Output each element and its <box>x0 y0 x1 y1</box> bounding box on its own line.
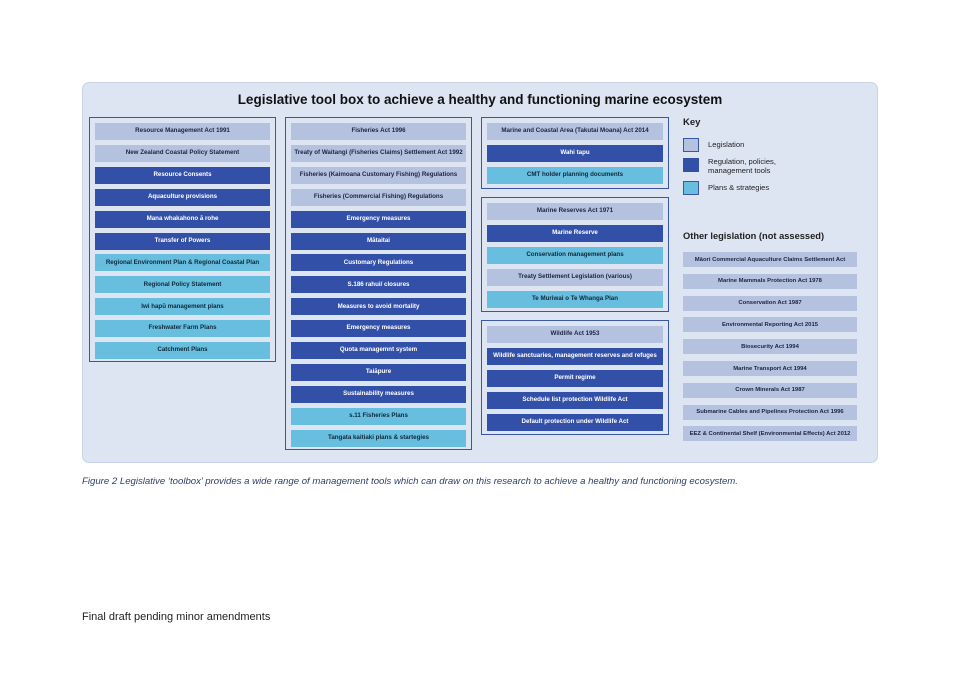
regulation-tile: Sustainability measures <box>291 385 466 403</box>
plans-tile: CMT holder planning documents <box>487 166 663 184</box>
regulation-tile: Quota managemnt system <box>291 342 466 359</box>
regulation-swatch <box>683 158 699 172</box>
legislation-tile: Marine and Coastal Area (Takutai Moana) … <box>487 123 663 140</box>
regulation-tile: S.186 rahui/ closures <box>291 276 466 294</box>
other-legislation-tile: Submarine Cables and Pipelines Protectio… <box>683 404 857 420</box>
figure-caption: Figure 2 Legislative ‘toolbox’ provides … <box>82 476 738 487</box>
regulation-tile: Measures to avoid mortality <box>291 298 466 316</box>
legislation-tile: Fisheries (Commercial Fishing) Regulatio… <box>291 188 466 206</box>
key-label-regulation: Regulation, policies, management tools <box>708 157 776 176</box>
regulation-tile: Emergency measures <box>291 210 466 228</box>
other-legislation-tile: Biosecurity Act 1994 <box>683 339 857 355</box>
regulation-tile: Customary Regulations <box>291 254 466 272</box>
legislation-tile: Wildlife Act 1953 <box>487 326 663 343</box>
other-legislation-tile: Marine Mammals Protection Act 1978 <box>683 273 857 289</box>
tool-group-3: Marine and Coastal Area (Takutai Moana) … <box>481 117 669 189</box>
other-legislation-tile: Environmental Reporting Act 2015 <box>683 317 857 333</box>
regulation-tile: Wahi tapu <box>487 144 663 162</box>
plans-tile: s.11 Fisheries Plans <box>291 407 466 425</box>
other-legislation-tile: EEZ & Continental Shelf (Environmental E… <box>683 426 857 442</box>
key-title: Key <box>683 117 701 128</box>
regulation-tile: Schedule list protection Wildlife Act <box>487 391 663 409</box>
regulation-tile: Marine Reserve <box>487 224 663 242</box>
legislation-tile: Fisheries Act 1996 <box>291 123 466 140</box>
other-legislation-tile: Māori Commercial Aquaculture Claims Sett… <box>683 252 857 267</box>
legislation-tile: New Zealand Coastal Policy Statement <box>95 144 270 162</box>
regulation-tile: Permit regime <box>487 369 663 387</box>
legislation-swatch <box>683 138 699 152</box>
plans-tile: Tangata kaitiaki plans & startegies <box>291 429 466 447</box>
plans-tile: Freshwater Farm Plans <box>95 320 270 338</box>
regulation-tile: Mana whakahono ā rohe <box>95 210 270 228</box>
regulation-tile: Taiāpure <box>291 363 466 381</box>
regulation-tile: Emergency measures <box>291 320 466 338</box>
regulation-tile: Transfer of Powers <box>95 232 270 250</box>
legislation-tile: Fisheries (Kaimoana Customary Fishing) R… <box>291 166 466 184</box>
plans-tile: Te Muriwai o Te Whanga Plan <box>487 290 663 308</box>
key-label-plans: Plans & strategies <box>708 183 770 192</box>
other-legislation-title: Other legislation (not assessed) <box>683 231 825 241</box>
regulation-tile: Resource Consents <box>95 166 270 184</box>
other-legislation-tile: Crown Minerals Act 1987 <box>683 382 857 398</box>
regulation-tile: Mātaitai <box>291 232 466 250</box>
legislation-tile: Marine Reserves Act 1971 <box>487 203 663 220</box>
regulation-tile: Aquaculture provisions <box>95 188 270 206</box>
plans-swatch <box>683 181 699 195</box>
regulation-tile: Wildlife sanctuaries, management reserve… <box>487 347 663 365</box>
key-label-legislation: Legislation <box>708 140 745 149</box>
regulation-tile: Default protection under Wildlife Act <box>487 413 663 431</box>
other-legislation-tile: Marine Transport Act 1994 <box>683 361 857 376</box>
diagram-title: Legislative tool box to achieve a health… <box>237 92 723 107</box>
plans-tile: Iwi hapū management plans <box>95 298 270 316</box>
footer-note: Final draft pending minor amendments <box>82 611 271 623</box>
legislation-tile: Resource Management Act 1991 <box>95 123 270 140</box>
plans-tile: Regional Environment Plan & Regional Coa… <box>95 254 270 272</box>
other-legislation-tile: Conservation Act 1987 <box>683 295 857 311</box>
legislation-tile: Treaty Settlement Legislation (various) <box>487 268 663 286</box>
plans-tile: Catchment Plans <box>95 342 270 359</box>
legislation-tile: Treaty of Waitangi (Fisheries Claims) Se… <box>291 144 466 162</box>
plans-tile: Regional Policy Statement <box>95 276 270 294</box>
plans-tile: Conservation management plans <box>487 246 663 264</box>
